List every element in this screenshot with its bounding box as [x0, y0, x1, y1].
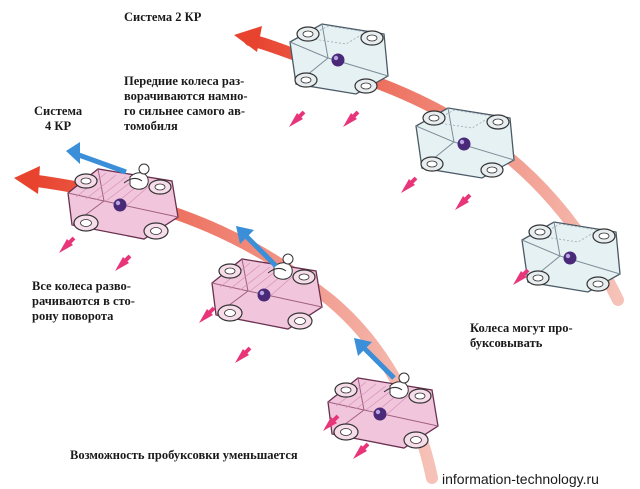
car-2ws-2 [415, 107, 515, 179]
slip-arrow [511, 268, 530, 287]
slip-arrow [197, 306, 216, 325]
direction-arrow-icon [354, 338, 396, 380]
car-4ws-2 [211, 253, 323, 330]
direction-arrow-icon [66, 142, 127, 175]
car-4ws-1 [67, 163, 179, 240]
label-system-4ws: Система 4 КР [34, 104, 83, 133]
label-system-2ws: Система 2 КР [124, 10, 202, 24]
car-4ws-3 [327, 372, 439, 449]
direction-arrow-icon [236, 226, 278, 268]
label-slip-note: Колеса могут про- буксовывать [470, 321, 573, 350]
label-all-wheels-note: Все колеса разво- рачиваются в сто- рону… [32, 279, 135, 323]
slip-arrow [453, 193, 472, 212]
label-slip-reduced-note: Возможность пробуксовки уменьшается [70, 448, 298, 462]
slip-arrow [399, 176, 418, 195]
slip-arrow [57, 236, 76, 255]
car-2ws-3 [521, 221, 621, 293]
path-2ws-arrowhead [234, 26, 262, 52]
watermark-text: information-technology.ru [442, 471, 599, 487]
path-4ws-arrowhead [14, 166, 40, 194]
slip-arrow [113, 254, 132, 273]
path-2ws [234, 26, 624, 306]
slip-arrow [287, 110, 306, 129]
slip-arrow [351, 442, 370, 461]
car-2ws-1 [289, 23, 389, 95]
slip-arrow [341, 110, 360, 129]
slip-arrow [233, 346, 252, 365]
label-front-wheels-note: Передние колеса раз- ворачиваются намно-… [124, 74, 248, 133]
